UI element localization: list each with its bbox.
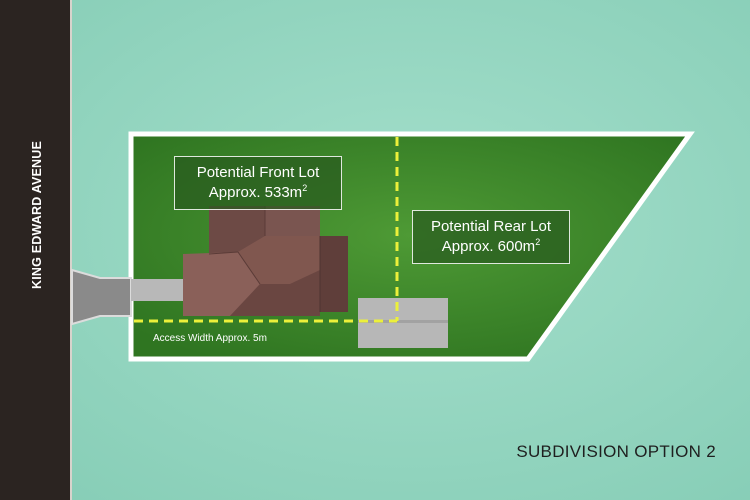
rear-lot-area-unit: 2 (535, 237, 541, 247)
road-name-label: KING EDWARD AVENUE (30, 140, 44, 290)
front-lot-area: Approx. 533m2 (175, 183, 341, 203)
house-roof (183, 206, 348, 316)
access-width-label: Access Width Approx. 5m (153, 333, 267, 344)
front-lot-title: Potential Front Lot (196, 164, 320, 181)
shed-ridge (358, 320, 448, 323)
front-lot-area-unit: 2 (302, 183, 308, 193)
driveway (131, 279, 183, 301)
crossover (71, 268, 132, 326)
road (0, 0, 70, 500)
subdivision-option-label: SUBDIVISION OPTION 2 (516, 442, 716, 461)
rear-lot-title: Potential Rear Lot (430, 218, 552, 235)
front-lot-label: Potential Front Lot Approx. 533m2 (174, 156, 342, 210)
rear-lot-label: Potential Rear Lot Approx. 600m2 (412, 210, 570, 264)
front-lot-area-value: Approx. 533m (208, 184, 303, 201)
rear-lot-area: Approx. 600m2 (413, 237, 569, 257)
rear-lot-area-value: Approx. 600m (441, 238, 536, 255)
